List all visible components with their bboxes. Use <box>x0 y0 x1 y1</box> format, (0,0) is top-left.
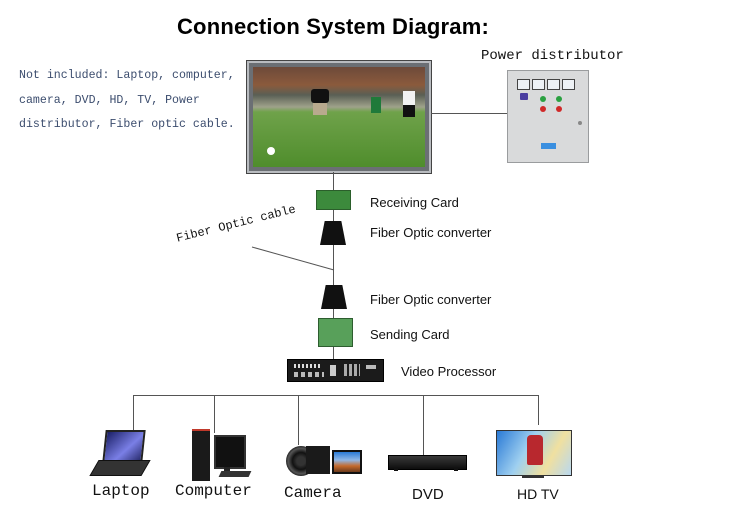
fiber-optic-converter-icon <box>320 221 346 245</box>
fiber-optic-cable-label: Fiber Optic cable <box>175 202 298 246</box>
led-display-screen <box>246 60 432 174</box>
power-distributor-cabinet <box>507 70 589 163</box>
signal-trunk-line <box>333 172 334 362</box>
dvd-label: DVD <box>412 486 444 503</box>
diagram-title: Connection System Diagram: <box>176 14 490 39</box>
hdtv-label: HD TV <box>517 486 559 502</box>
desktop-computer-icon <box>190 429 252 481</box>
power-distributor-label: Power distributor <box>481 48 624 64</box>
camcorder-icon <box>282 440 362 478</box>
power-connection-line <box>431 113 507 114</box>
dvd-player-icon <box>388 455 467 471</box>
note-line: Not included: Laptop, computer, <box>19 69 235 82</box>
video-processor-icon <box>287 359 384 382</box>
fiber-optic-converter-icon <box>321 285 347 309</box>
drop-line-dvd <box>423 395 424 455</box>
drop-line-camera <box>298 395 299 445</box>
fiber-converter-top-label: Fiber Optic converter <box>370 225 492 240</box>
drop-line-laptop <box>133 395 134 432</box>
laptop-icon <box>89 430 151 478</box>
camera-label: Camera <box>284 484 342 502</box>
receiving-card-label: Receiving Card <box>370 195 459 210</box>
receiving-card-icon <box>316 190 351 210</box>
distribution-bus-line <box>133 395 539 396</box>
laptop-label: Laptop <box>92 482 150 500</box>
computer-label: Computer <box>175 482 252 500</box>
soccer-match-image <box>253 67 425 167</box>
tv-icon <box>496 430 572 480</box>
drop-line-computer <box>214 395 215 433</box>
note-line: distributor, Fiber optic cable. <box>19 118 235 131</box>
note-line: camera, DVD, HD, TV, Power <box>19 93 200 107</box>
sending-card-icon <box>318 318 353 347</box>
video-processor-label: Video Processor <box>401 364 497 379</box>
not-included-note: Not included: Laptop, computer, camera, … <box>19 64 249 138</box>
drop-line-hdtv <box>538 395 539 425</box>
cable-leader-line <box>251 246 335 271</box>
fiber-converter-bottom-label: Fiber Optic converter <box>370 292 492 307</box>
sending-card-label: Sending Card <box>370 327 450 342</box>
